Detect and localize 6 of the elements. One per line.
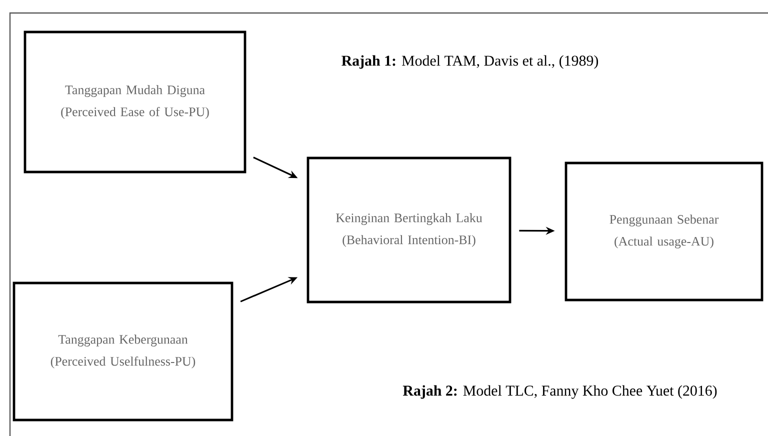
process-box: Tanggapan Mudah Diguna (Perceived Ease of Use-PU): [24, 30, 246, 174]
process-box: Keinginan Bertingkah Laku (Behavioral Intention-BI): [306, 156, 512, 304]
caption: Rajah 1: Model TAM, Davis et al., (1989): [342, 55, 598, 69]
process-box: Penggunaan Sebenar (Actual usage-AU): [564, 162, 764, 302]
process-box: Tanggapan Kebergunaan (Perceived Uselfulness-PU): [12, 282, 234, 422]
caption: Rajah 2: Model TLC, Fanny Kho Chee Yuet (2016): [402, 385, 717, 399]
